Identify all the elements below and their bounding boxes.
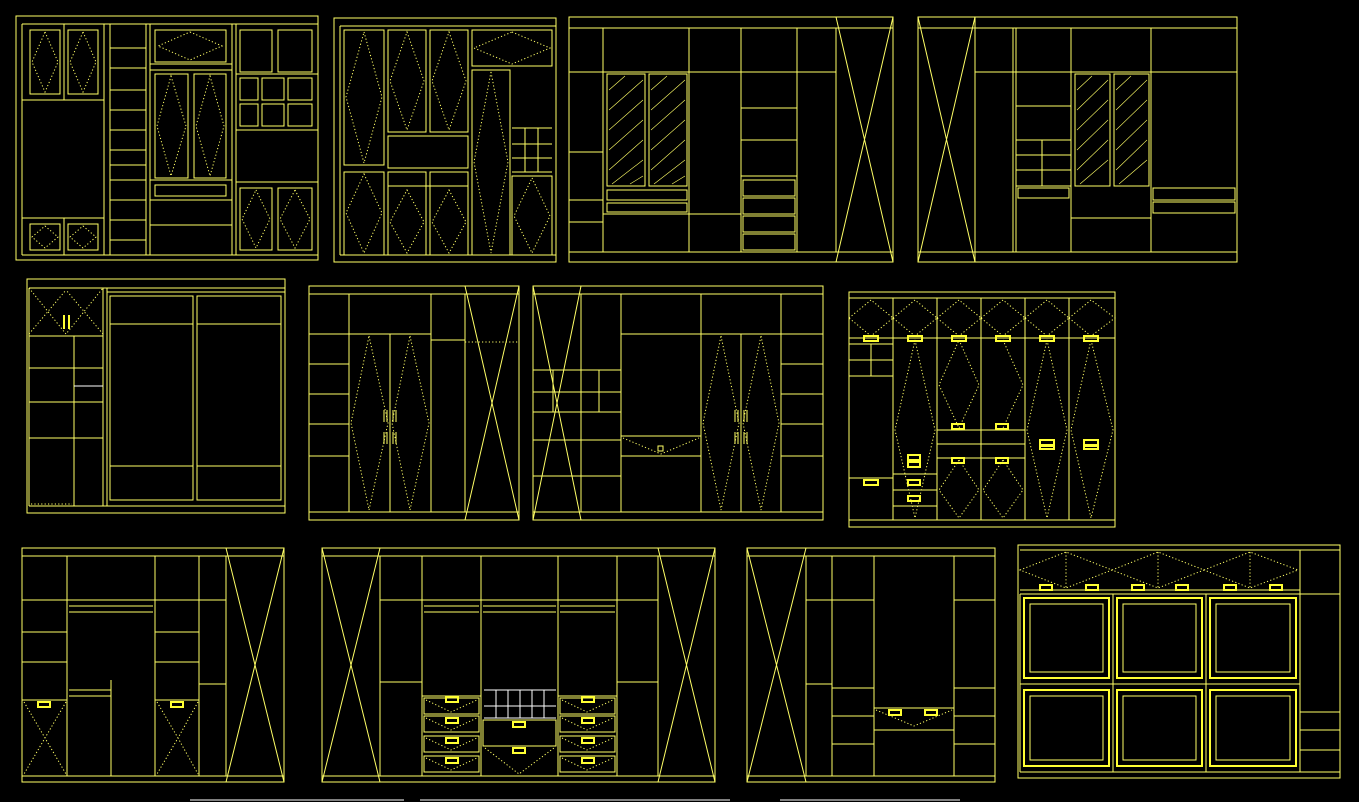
- wardrobe-elevation-3: [568, 16, 894, 263]
- wardrobe-elevation-9: [21, 547, 285, 783]
- wardrobe-elevation-7: [532, 285, 824, 521]
- wardrobe-elevation-4: [917, 16, 1238, 263]
- wardrobe-elevation-6: [308, 285, 520, 521]
- wardrobe-elevation-12: [1017, 544, 1341, 779]
- wardrobe-elevation-5: [26, 278, 286, 514]
- wardrobe-elevation-1: [15, 15, 319, 261]
- wardrobe-elevation-10: [321, 547, 716, 783]
- wardrobe-elevation-2: [333, 17, 557, 263]
- wardrobe-elevation-8: [848, 291, 1116, 528]
- wardrobe-elevation-11: [746, 547, 996, 783]
